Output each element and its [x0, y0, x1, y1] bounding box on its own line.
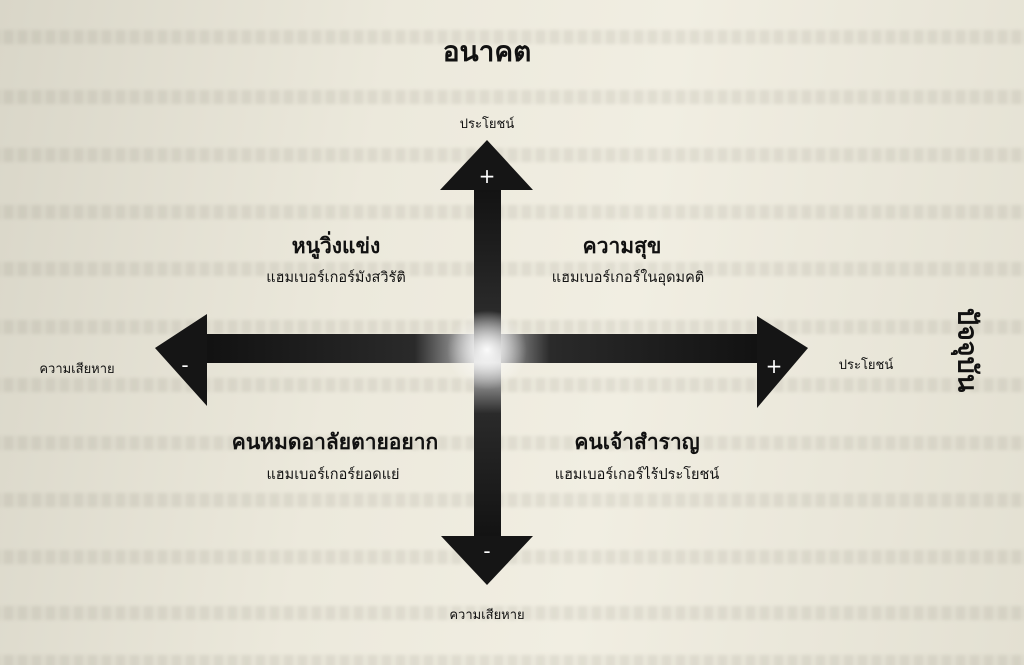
quadrant-top-right-title: ความสุข	[582, 234, 662, 258]
bottom-label: ความเสียหาย	[449, 608, 525, 623]
quadrant-top-left-subtitle: แฮมเบอร์เกอร์มังสวิรัติ	[266, 270, 406, 286]
center-glow	[447, 310, 527, 390]
future-axis-title: อนาคต	[442, 35, 532, 68]
left-label: ความเสียหาย	[39, 362, 115, 377]
top-plus-sign: +	[478, 164, 496, 188]
left-arrowhead	[155, 314, 207, 406]
top-label: ประโยชน์	[459, 117, 515, 132]
top-arrowhead	[440, 140, 533, 190]
quadrant-top-left-title: หนูวิ่งแข่ง	[291, 234, 381, 258]
left-minus-sign: -	[181, 353, 189, 377]
right-label: ประโยชน์	[838, 358, 894, 373]
quadrant-bottom-right-title: คนเจ้าสำราญ	[574, 430, 700, 454]
quadrant-bottom-right-subtitle: แฮมเบอร์เกอร์ไร้ประโยชน์	[554, 467, 720, 483]
quadrant-bottom-left-subtitle: แฮมเบอร์เกอร์ยอดแย่	[266, 467, 400, 483]
right-plus-sign: +	[765, 354, 783, 378]
present-axis-title: ปัจจุบัน	[951, 307, 983, 393]
bottom-arrowhead	[441, 536, 533, 585]
bottom-minus-sign: -	[483, 539, 491, 563]
quadrant-top-right-subtitle: แฮมเบอร์เกอร์ในอุดมคติ	[551, 270, 705, 286]
right-arrowhead	[757, 316, 808, 408]
quadrant-bottom-left-title: คนหมดอาลัยตายอยาก	[231, 430, 439, 454]
